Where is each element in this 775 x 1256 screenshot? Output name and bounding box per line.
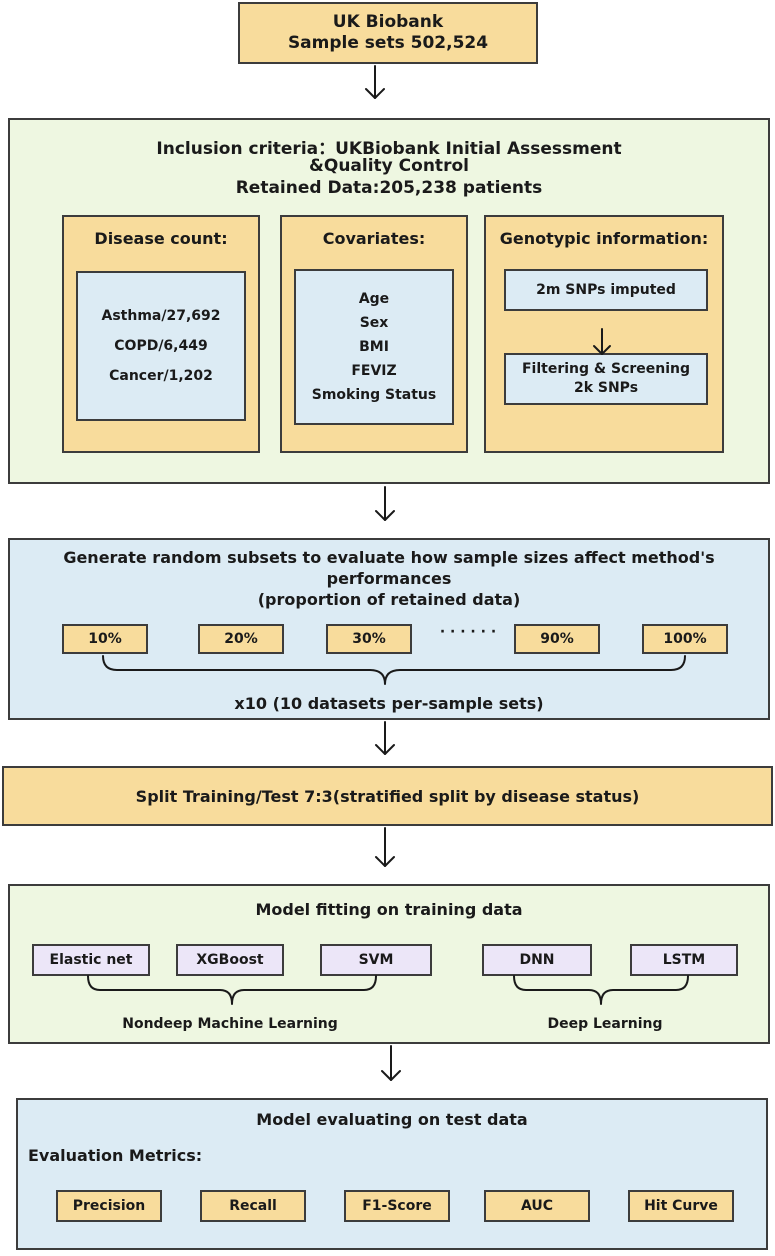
snps-imputed-label: 2m SNPs imputed	[536, 282, 676, 298]
metric-f1-score: F1-Score	[344, 1190, 450, 1222]
retained-data-label: Retained Data:205,238 patients	[235, 178, 543, 198]
covariate-smoking-status: Smoking Status	[311, 387, 437, 403]
deep-learning-label: Deep Learning	[547, 1016, 663, 1032]
uk-biobank-title: UK Biobank	[332, 12, 444, 32]
model-evaluation-title: Model evaluating on test data	[256, 1110, 528, 1129]
split-training-test-box: Split Training/Test 7:3(stratified split…	[2, 766, 773, 826]
sample-sets-count: Sample sets 502,524	[287, 33, 489, 53]
model-lstm: LSTM	[630, 944, 738, 976]
covariate-age: Age	[358, 291, 390, 307]
metric-precision: Precision	[56, 1190, 162, 1222]
metric-auc: AUC	[484, 1190, 590, 1222]
model-fitting-title: Model fitting on training data	[255, 900, 523, 919]
snps-imputed-box: 2m SNPs imputed	[504, 269, 708, 311]
uk-biobank-box: UK Biobank Sample sets 502,524	[238, 2, 538, 64]
subsets-footer: x10 (10 datasets per-sample sets)	[234, 694, 544, 713]
proportion-ellipsis: · · · · · ·	[439, 624, 497, 640]
covariates-list-box: Age Sex BMI FEVIZ Smoking Status	[294, 269, 454, 425]
model-xgboost: XGBoost	[176, 944, 284, 976]
model-fitting-panel: Model fitting on training data Elastic n…	[8, 884, 770, 1044]
proportion-10: 10%	[62, 624, 148, 654]
arrow-top-to-inclusion	[365, 65, 385, 99]
covariate-sex: Sex	[359, 315, 389, 331]
covariates-title: Covariates:	[322, 229, 426, 248]
proportion-100: 100%	[642, 624, 728, 654]
disease-count-title: Disease count:	[94, 229, 228, 248]
model-evaluation-panel: Model evaluating on test data Evaluation…	[16, 1098, 768, 1250]
split-label: Split Training/Test 7:3(stratified split…	[135, 786, 640, 806]
random-subsets-panel: Generate random subsets to evaluate how …	[8, 538, 770, 720]
proportion-90: 90%	[514, 624, 600, 654]
disease-count-panel: Disease count: Asthma/27,692 COPD/6,449 …	[62, 215, 260, 453]
covariate-feviz: FEVIZ	[351, 363, 397, 379]
nondeep-ml-label: Nondeep Machine Learning	[122, 1016, 338, 1032]
genotypic-information-panel: Genotypic information: 2m SNPs imputed F…	[484, 215, 724, 453]
arrow-split-to-fitting	[375, 827, 395, 867]
proportion-20: 20%	[198, 624, 284, 654]
inclusion-title-line2: &Quality Control	[309, 156, 469, 176]
metric-recall: Recall	[200, 1190, 306, 1222]
subsets-title-line1: Generate random subsets to evaluate how …	[63, 548, 715, 567]
filtering-screening-label: Filtering & Screening	[521, 361, 691, 377]
inclusion-title-line1: Inclusion criteria：UKBiobank Initial Ass…	[156, 139, 622, 159]
subsets-title-line3: (proportion of retained data)	[257, 590, 521, 609]
filtering-screening-box: Filtering & Screening 2k SNPs	[504, 353, 708, 405]
disease-item-copd: COPD/6,449	[114, 338, 208, 354]
covariate-bmi: BMI	[359, 339, 389, 355]
covariates-panel: Covariates: Age Sex BMI FEVIZ Smoking St…	[280, 215, 468, 453]
inclusion-criteria-panel: Inclusion criteria：UKBiobank Initial Ass…	[8, 118, 770, 484]
disease-list-box: Asthma/27,692 COPD/6,449 Cancer/1,202	[76, 271, 246, 421]
snps-2k-label: 2k SNPs	[573, 380, 639, 396]
disease-item-cancer: Cancer/1,202	[109, 368, 213, 384]
arrow-inclusion-to-subsets	[375, 486, 395, 521]
proportion-30: 30%	[326, 624, 412, 654]
evaluation-metrics-label: Evaluation Metrics:	[28, 1146, 203, 1165]
model-svm: SVM	[320, 944, 432, 976]
model-elastic-net: Elastic net	[32, 944, 150, 976]
arrow-subsets-to-split	[375, 721, 395, 755]
model-dnn: DNN	[482, 944, 592, 976]
metric-hit-curve: Hit Curve	[628, 1190, 734, 1222]
subsets-title-line2: performances	[326, 569, 452, 588]
genotypic-information-title: Genotypic information:	[499, 229, 709, 248]
disease-item-asthma: Asthma/27,692	[101, 308, 221, 324]
arrow-fitting-to-evaluation	[381, 1045, 401, 1081]
